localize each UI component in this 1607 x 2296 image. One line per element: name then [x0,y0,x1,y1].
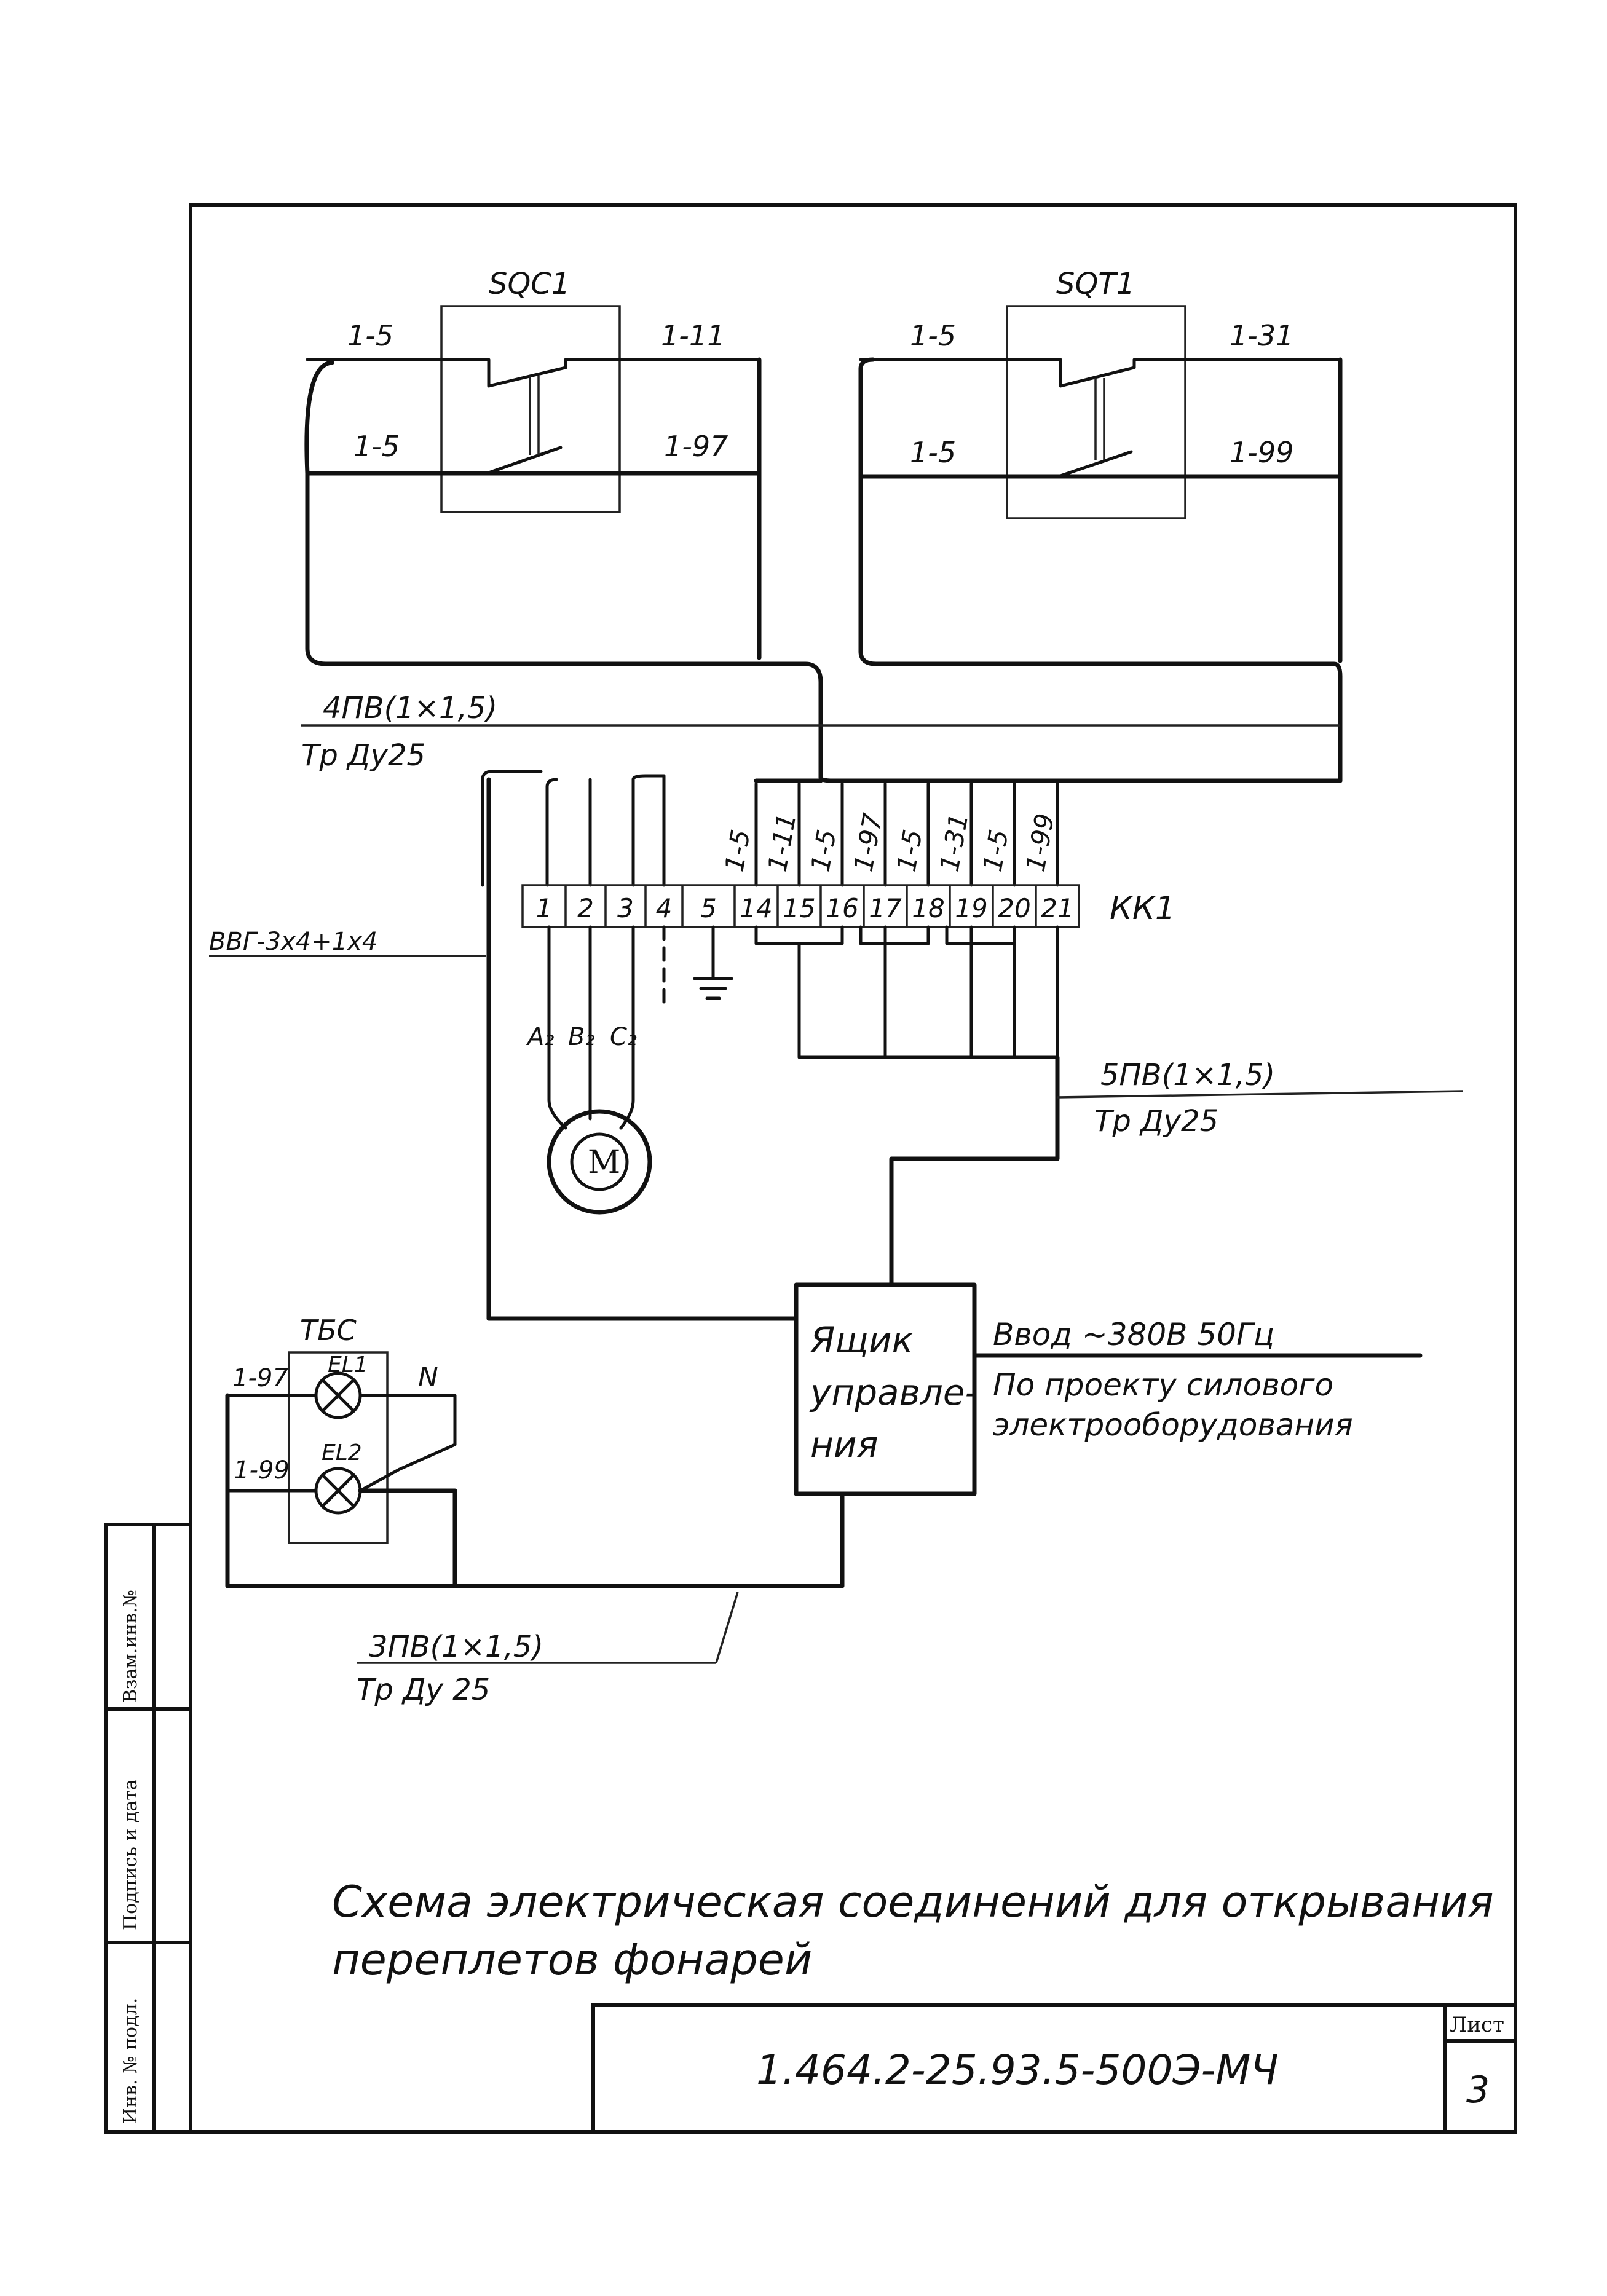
terminal-number: 5 [700,893,717,923]
jumpers [754,925,1059,1059]
svg-text:ВВГ-3х4+1х4: ВВГ-3х4+1х4 [209,928,377,956]
cable-vvg: ВВГ-3х4+1х4 [209,777,799,1321]
cable-5pv: 5ПВ(1×1,5) Тр Ду25 [889,1055,1464,1287]
svg-text:По проекту силового: По проекту силового [993,1367,1333,1403]
sheet-number: 3 [1466,2069,1490,2112]
field-vzam-inv: Взам.инв.№ [120,1590,141,1703]
svg-text:4ПВ(1×1,5): 4ПВ(1×1,5) [323,691,497,725]
switch-sqc1: SQC1 1-5 1-11 1-5 1-97 [304,267,823,771]
terminal-number: 1 [536,893,553,923]
svg-text:1-97: 1-97 [232,1364,288,1392]
svg-text:КК1: КК1 [1110,890,1175,927]
svg-text:3ПВ(1×1,5): 3ПВ(1×1,5) [369,1630,543,1664]
drawing-code: 1.464.2-25.93.5-500Э-МЧ [756,2046,1279,2094]
field-inv-podl: Инв. № подл. [120,1998,141,2124]
drawing-frame [189,203,1517,2134]
svg-text:1-99: 1-99 [1021,811,1060,874]
svg-text:1-5: 1-5 [353,430,400,463]
svg-text:1-5: 1-5 [910,319,956,352]
svg-text:электрооборудования: электрооборудования [993,1407,1353,1443]
svg-text:1-5: 1-5 [910,436,956,469]
svg-text:1-5: 1-5 [347,319,393,352]
svg-text:1-11: 1-11 [762,811,802,874]
terminal-number: 3 [617,893,634,923]
svg-text:5ПВ(1×1,5): 5ПВ(1×1,5) [1100,1058,1275,1092]
terminal-number: 16 [826,893,858,923]
control-box: Ящик управле- ния [794,1282,977,1496]
caption-line-1: Схема электрическая соединений для откры… [332,1877,1494,1927]
svg-text:Ввод ~380В 50Гц: Ввод ~380В 50Гц [993,1317,1274,1352]
svg-text:1-5: 1-5 [805,827,842,874]
field-signature-date: Подпись и дата [120,1779,141,1930]
terminal-number: 4 [656,893,673,923]
svg-text:A₂: A₂ [526,1023,554,1051]
terminal-block-wires: 1-5 1-11 1-5 1-97 1-5 1-31 1-5 1-99 [481,770,1060,887]
svg-text:1-31: 1-31 [1230,319,1293,352]
power-input: Ввод ~380В 50Гц По проекту силового элек… [972,1317,1423,1443]
title-block [591,2003,1517,2134]
svg-text:М: М [588,1144,620,1181]
svg-text:SQT1: SQT1 [1056,267,1135,301]
switch-sqt1: SQT1 1-5 1-31 1-5 1-99 [858,267,1343,783]
motor-wiring: М A₂ B₂ C₂ [526,925,733,1215]
svg-text:управле-: управле- [809,1371,977,1413]
svg-text:1-5: 1-5 [977,827,1014,874]
svg-text:1-97: 1-97 [664,430,728,463]
cable-3pv: 3ПВ(1×1,5) Тр Ду 25 [357,1592,739,1707]
svg-text:N: N [418,1362,438,1393]
svg-text:1-5: 1-5 [891,827,928,874]
svg-text:SQC1: SQC1 [489,267,570,301]
side-stamp [104,1523,192,2134]
svg-text:B₂: B₂ [568,1023,594,1051]
cable-4pv: 4ПВ(1×1,5) Тр Ду25 [301,691,1340,773]
terminal-number: 20 [998,893,1030,923]
svg-text:Тр Ду25: Тр Ду25 [1094,1104,1218,1138]
terminal-number: 2 [577,893,594,923]
terminal-number: 19 [955,893,987,923]
svg-text:1-11: 1-11 [661,319,725,352]
terminal-number: 14 [740,893,772,923]
svg-text:1-99: 1-99 [234,1456,290,1485]
svg-text:C₂: C₂ [610,1023,637,1051]
svg-text:EL1: EL1 [328,1352,368,1378]
svg-text:Тр Ду25: Тр Ду25 [301,738,425,773]
terminal-number: 18 [912,893,944,923]
terminal-number: 15 [783,893,815,923]
svg-text:1-97: 1-97 [848,811,888,874]
svg-text:1-31: 1-31 [934,811,974,874]
terminal-number: 21 [1041,893,1073,923]
sheet-label: Лист [1450,2013,1504,2037]
svg-text:ТБС: ТБС [300,1314,357,1347]
svg-text:1-99: 1-99 [1230,436,1293,469]
svg-text:1-5: 1-5 [719,827,756,874]
svg-text:Ящик: Ящик [810,1319,914,1361]
svg-text:Тр Ду 25: Тр Ду 25 [357,1673,490,1707]
lamp-block-tbs: ТБС EL1 EL2 1-97 1-99 N [225,1314,845,1588]
svg-text:EL2: EL2 [322,1440,362,1466]
caption-line-2: переплетов фонарей [332,1935,812,1985]
terminal-number: 17 [869,893,902,923]
svg-text:ния: ния [810,1424,879,1466]
